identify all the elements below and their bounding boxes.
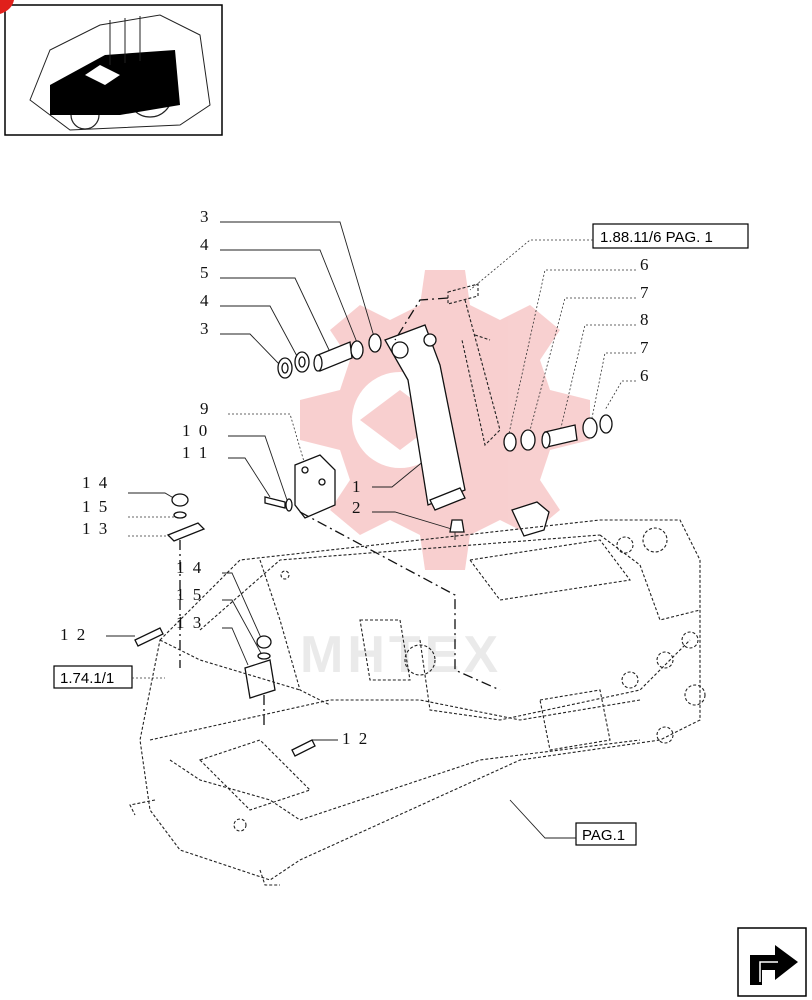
callout-3: 3 — [200, 319, 211, 338]
callout-1: 1 — [352, 477, 363, 496]
tractor-thumbnail-icon — [29, 14, 211, 131]
callout-7: 7 — [640, 338, 651, 357]
callout-11: 1 1 — [182, 443, 209, 462]
clip-part-13-upper — [166, 522, 206, 542]
callout-labels: 3 4 5 4 3 9 1 0 1 1 1 2 6 7 8 7 6 1 4 1 … — [60, 207, 651, 748]
callout-14: 1 4 — [82, 473, 109, 492]
watermark-text: MHTEX — [300, 626, 502, 684]
callout-15: 1 5 — [176, 585, 203, 604]
callout-15: 1 5 — [82, 497, 109, 516]
pin-part-5 — [313, 341, 353, 372]
circlip-part-3-right — [368, 333, 382, 353]
callout-2: 2 — [352, 498, 363, 517]
washer-part-10 — [285, 498, 293, 512]
bracket-part-9 — [294, 454, 336, 519]
chassis-frame — [129, 519, 706, 886]
callout-6: 6 — [640, 255, 651, 274]
callout-12: 1 2 — [60, 625, 87, 644]
exploded-parts — [134, 283, 613, 757]
assembly-lines — [179, 297, 501, 725]
ref-box-top-right[interactable]: 1.88.11/6 PAG. 1 — [592, 223, 749, 249]
callout-3: 3 — [200, 207, 211, 226]
next-page-arrow-icon[interactable] — [737, 927, 807, 997]
ref-label-left: 1.74.1/1 — [60, 670, 114, 687]
ref-label-bottom: PAG.1 — [582, 827, 625, 844]
arm-part-1 — [384, 324, 466, 511]
bracket-part-12-left — [134, 627, 164, 647]
callout-14: 1 4 — [176, 558, 203, 577]
pin-part-8 — [541, 424, 578, 449]
ref-label-top-right: 1.88.11/6 PAG. 1 — [600, 229, 713, 246]
bracket-part-12-right — [291, 739, 316, 757]
callout-9: 9 — [200, 399, 211, 418]
washer-part-6-left — [503, 432, 517, 452]
callout-6: 6 — [640, 366, 651, 385]
callout-4: 4 — [200, 291, 211, 310]
bolt-part-11 — [264, 496, 286, 509]
callout-8: 8 — [640, 310, 651, 329]
clip-part-13-lower — [244, 659, 276, 699]
washer-part-15-upper — [173, 511, 187, 519]
washer-part-7-right — [582, 417, 598, 439]
bolt-part-2 — [449, 519, 465, 540]
washer-part-15-lower — [257, 652, 271, 660]
callout-4: 4 — [200, 235, 211, 254]
ref-box-left[interactable]: 1.74.1/1 — [53, 665, 133, 689]
ref-box-bottom[interactable]: PAG.1 — [575, 822, 637, 846]
circlip-part-3-left — [277, 357, 293, 379]
thumbnail-corner-marker — [0, 0, 14, 14]
thumbnail-panel — [0, 0, 223, 136]
leader-lines — [106, 221, 636, 741]
strut-part — [447, 283, 501, 447]
callout-7: 7 — [640, 283, 651, 302]
washer-part-7-left — [520, 429, 536, 451]
cap-part-14-upper — [171, 493, 189, 507]
cap-part-14-lower — [256, 635, 272, 649]
callout-10: 1 0 — [182, 421, 209, 440]
callout-12: 1 2 — [342, 729, 369, 748]
callout-13: 1 3 — [82, 519, 109, 538]
washer-part-4-right — [350, 340, 364, 360]
bracket-top-center — [511, 501, 550, 537]
circlip-part-6-right — [599, 414, 613, 434]
callout-5: 5 — [200, 263, 211, 282]
washer-part-4-left — [294, 351, 310, 373]
